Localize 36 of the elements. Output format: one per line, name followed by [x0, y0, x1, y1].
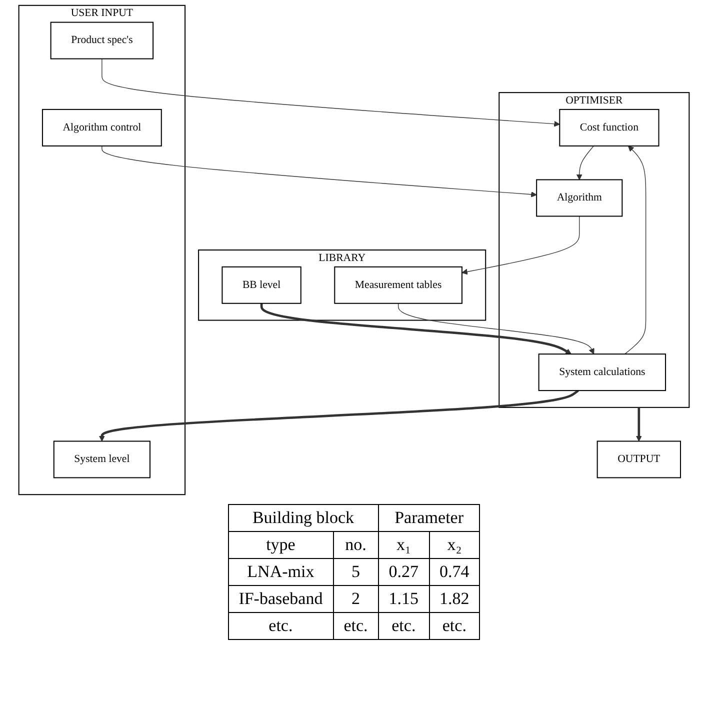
table-cell: 0.74: [429, 558, 480, 586]
table-cell: 5: [333, 558, 378, 586]
node-box: BB level: [222, 266, 302, 304]
table-cell: Parameter: [378, 504, 480, 532]
table-cell: etc.: [333, 612, 378, 640]
table-cell: x₁: [378, 532, 430, 558]
node-box: System level: [53, 440, 150, 478]
node-box: Algorithm: [536, 179, 623, 217]
arrow: [624, 146, 646, 354]
table-cell: no.: [333, 532, 378, 558]
node-box: OUTPUT: [596, 440, 681, 478]
table-cell: 2: [333, 586, 378, 612]
table-cell: type: [228, 532, 334, 558]
node-box: Measurement tables: [334, 266, 462, 304]
arrow: [636, 407, 642, 442]
table-cell: LNA-mix: [228, 558, 334, 586]
node-box: Cost function: [559, 108, 660, 146]
table-cell: etc.: [378, 612, 430, 640]
arrow: [576, 146, 594, 180]
node-box: System calculations: [538, 354, 666, 392]
table-cell: etc.: [228, 612, 334, 640]
arrow: [102, 146, 537, 198]
table-cell: Building block: [228, 504, 378, 532]
arrow: [98, 390, 579, 442]
arrow: [260, 303, 572, 354]
node-box: Algorithm control: [42, 108, 162, 146]
table-cell: 1.15: [378, 586, 430, 612]
table-cell: IF-baseband: [228, 586, 334, 612]
table-cell: x₂: [429, 532, 480, 558]
arrow: [398, 303, 594, 354]
arrow: [102, 58, 560, 127]
table-cell: 0.27: [378, 558, 430, 586]
arrow: [462, 216, 580, 275]
table-cell: etc.: [429, 612, 480, 640]
node-box: Product spec's: [50, 22, 154, 60]
table-cell: 1.82: [429, 586, 480, 612]
